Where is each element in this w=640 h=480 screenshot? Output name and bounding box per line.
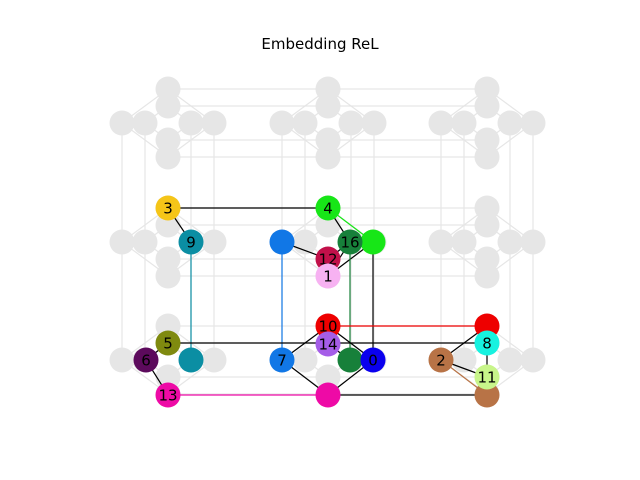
node-circle [155, 195, 181, 221]
ghost-node [201, 110, 227, 136]
node-label: 3 [163, 200, 173, 218]
ghost-node [109, 229, 135, 255]
node-circle [337, 229, 363, 255]
node-circle [155, 330, 181, 356]
graph-node [474, 382, 500, 408]
node-circle [133, 347, 159, 373]
node-label: 13 [158, 387, 177, 405]
ghost-node [497, 229, 523, 255]
graph-node-16: 16 [337, 229, 363, 255]
node-label: 6 [141, 352, 151, 370]
node-circle [315, 331, 341, 357]
ghost-node [428, 110, 454, 136]
graph-node-11: 11 [474, 364, 500, 390]
graph-node-9: 9 [178, 229, 204, 255]
ghost-node [520, 229, 546, 255]
node-label: 7 [277, 352, 287, 370]
ghost-node [520, 347, 546, 373]
ghost-node [292, 347, 318, 373]
graph-node-1: 1 [315, 263, 341, 289]
ghost-node [474, 93, 500, 119]
node-label: 12 [318, 251, 337, 269]
node-label: 1 [323, 268, 333, 286]
node-label: 8 [482, 335, 492, 353]
graph-node-4: 4 [315, 195, 341, 221]
ghost-node [428, 229, 454, 255]
ghost-node [497, 110, 523, 136]
ghost-node [155, 263, 181, 289]
ghost-node [474, 212, 500, 238]
figure-title: Embedding ReL [261, 35, 379, 53]
graph-node-5: 5 [155, 330, 181, 356]
ghost-node [155, 144, 181, 170]
graph-node [337, 347, 363, 373]
node-label: 16 [340, 234, 359, 252]
graph-node-8: 8 [474, 330, 500, 356]
graph-node-7: 7 [269, 347, 295, 373]
ghost-node [520, 110, 546, 136]
graph-node-2: 2 [428, 347, 454, 373]
graph-node-10: 10 [315, 313, 341, 339]
node-circle [178, 229, 204, 255]
ghost-node [292, 110, 318, 136]
node-label: 5 [163, 335, 173, 353]
ghost-node [451, 229, 477, 255]
ghost-node [497, 347, 523, 373]
graph-node [269, 229, 295, 255]
node-circle [474, 364, 500, 390]
node-label: 9 [186, 234, 196, 252]
node-label: 2 [436, 352, 446, 370]
ghost-node-layer [109, 76, 546, 407]
node-circle [474, 330, 500, 356]
node-circle [428, 347, 454, 373]
graph-node-13: 13 [155, 382, 181, 408]
node-circle [315, 195, 341, 221]
node-circle [315, 263, 341, 289]
graph-node [315, 382, 341, 408]
graph-node [178, 347, 204, 373]
ghost-node [132, 110, 158, 136]
graph-node-14: 14 [315, 331, 341, 357]
node-circle [315, 313, 341, 339]
ghost-node [201, 347, 227, 373]
node-label: 4 [323, 200, 333, 218]
ghost-node [361, 110, 387, 136]
node-label: 14 [318, 336, 337, 354]
ghost-node [178, 110, 204, 136]
ghost-node [451, 110, 477, 136]
ghost-node [155, 93, 181, 119]
ghost-node [338, 110, 364, 136]
ghost-node [132, 229, 158, 255]
node-circle [269, 347, 295, 373]
node-label: 10 [318, 318, 337, 336]
node-label: 0 [368, 352, 378, 370]
ghost-node [201, 229, 227, 255]
graph-node [360, 229, 386, 255]
ghost-node [109, 110, 135, 136]
graph-node-6: 6 [133, 347, 159, 373]
ghost-node [474, 144, 500, 170]
node-circle [155, 382, 181, 408]
node-label: 11 [477, 369, 496, 387]
graph-node-3: 3 [155, 195, 181, 221]
ghost-node [269, 110, 295, 136]
ghost-node [315, 93, 341, 119]
node-circle [360, 347, 386, 373]
graph-node-0: 0 [360, 347, 386, 373]
ghost-node [474, 263, 500, 289]
ghost-node [315, 144, 341, 170]
ghost-node [109, 347, 135, 373]
